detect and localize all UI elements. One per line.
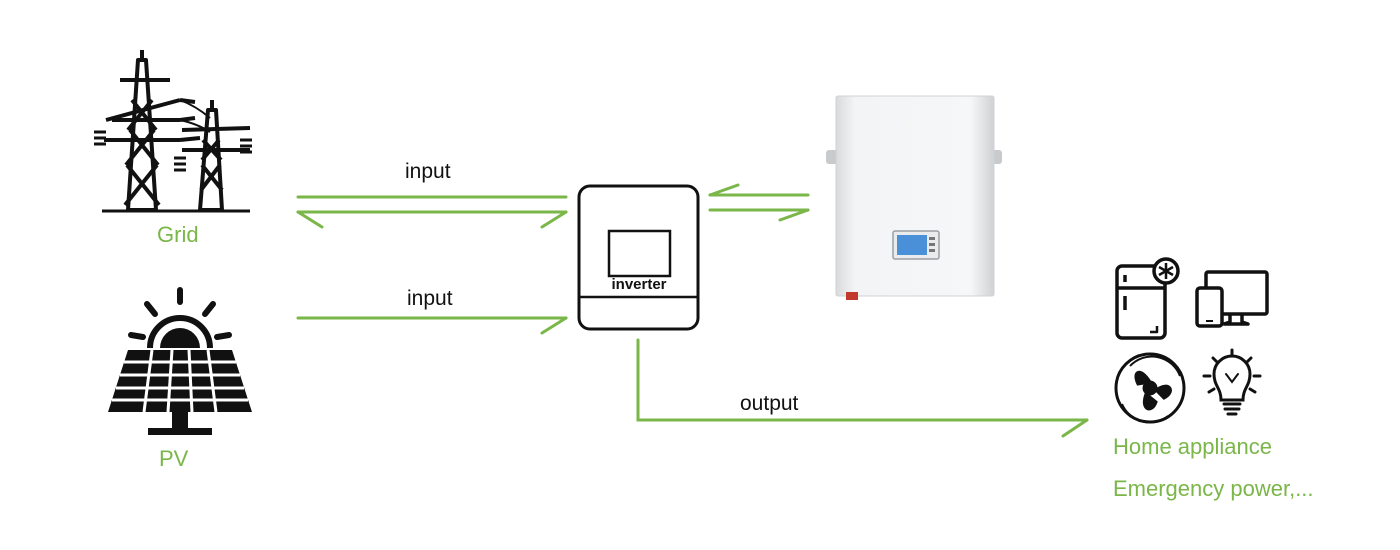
monitor-phone-icon (1195, 270, 1269, 328)
home-appliance-label: Home appliance (1113, 434, 1272, 459)
fan-icon (1114, 352, 1186, 424)
pv-label: PV (159, 446, 189, 471)
grid-input-flow (296, 195, 568, 229)
pv-input-label: input (407, 287, 453, 310)
pv-input-flow (296, 316, 568, 335)
fridge-icon (1115, 257, 1180, 340)
grid-label: Grid (157, 222, 199, 247)
inverter-label: inverter (611, 276, 666, 293)
emergency-power-label: Emergency power,... (1113, 476, 1314, 501)
light-bulb-icon (1202, 348, 1262, 416)
inverter-box: inverter (577, 184, 700, 331)
transmission-tower-icon (94, 50, 252, 213)
battery-flow (708, 183, 810, 222)
output-label: output (740, 392, 799, 415)
grid-input-label: input (405, 160, 451, 183)
battery-pack-image (826, 95, 1002, 300)
output-flow (636, 338, 1089, 438)
solar-panel-icon (108, 287, 252, 435)
